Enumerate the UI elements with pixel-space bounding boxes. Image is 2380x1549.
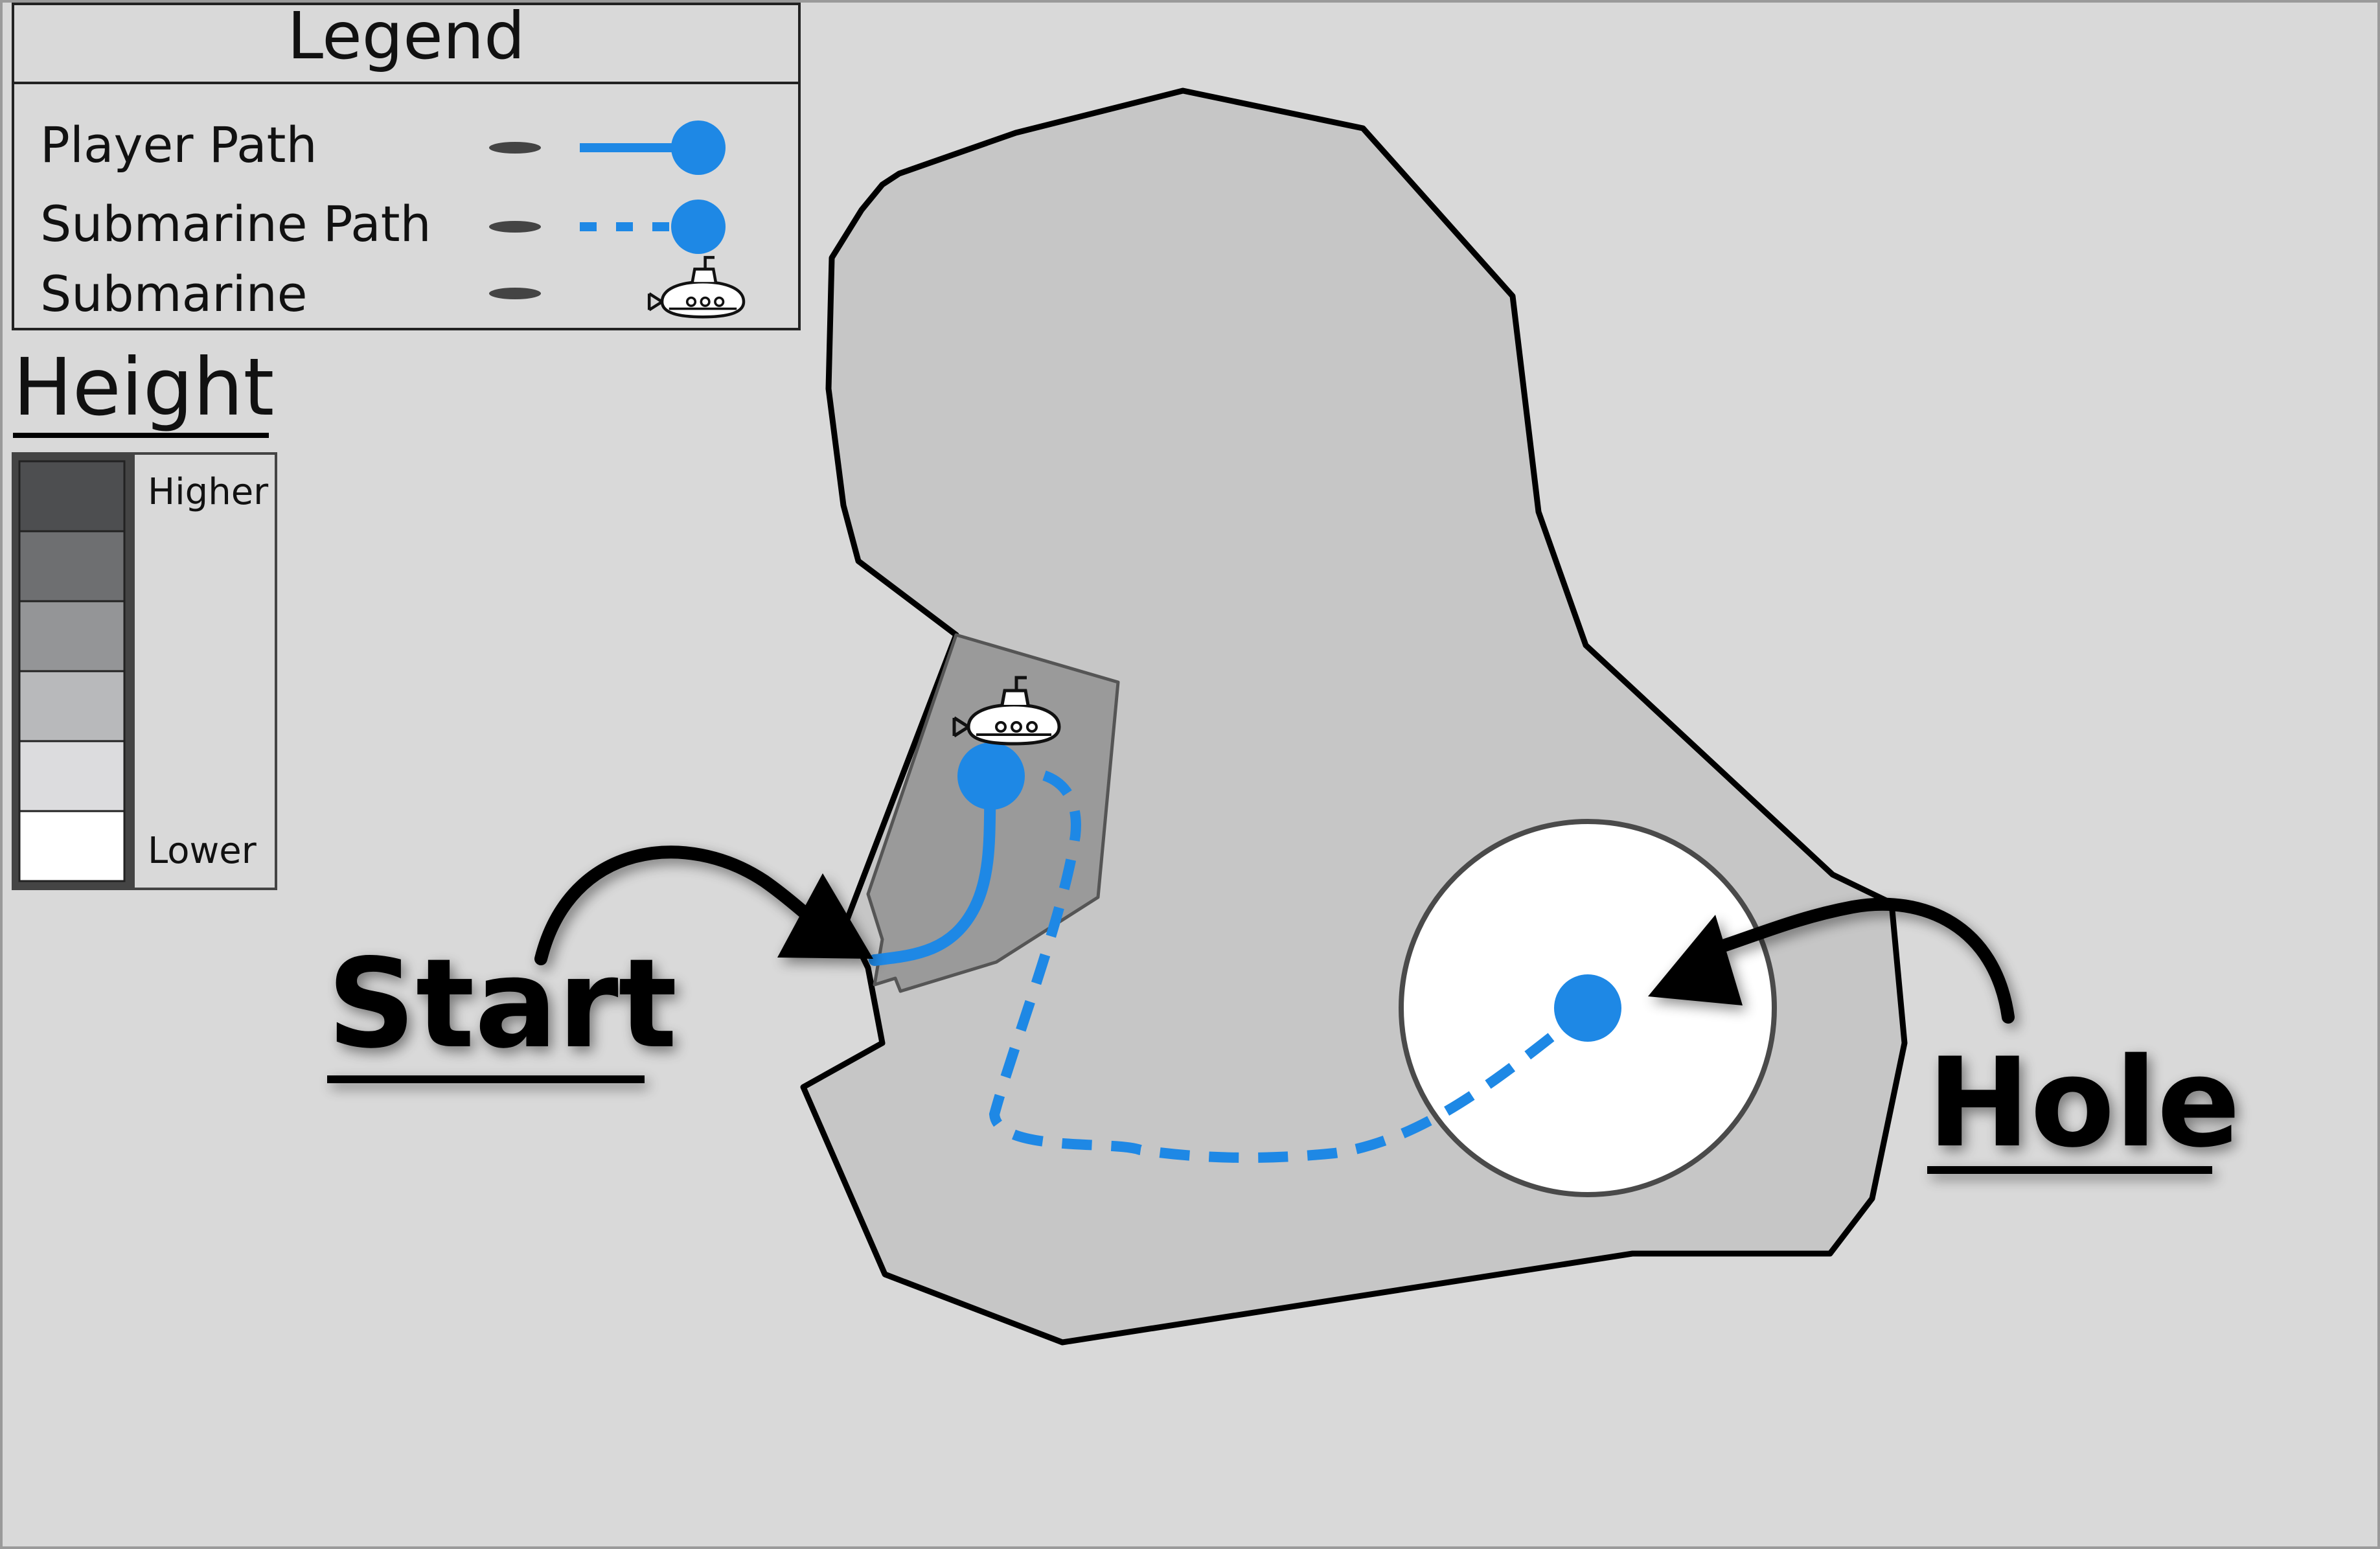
height-title: Height <box>13 341 274 433</box>
legend-title: Legend <box>287 0 525 74</box>
hole-label: Hole <box>1927 1031 2241 1175</box>
player-path <box>869 770 997 966</box>
submarine-path-dashed-icon <box>580 200 726 254</box>
height-shade-4 <box>18 670 126 742</box>
height-shade-2 <box>18 530 126 602</box>
player-path-line-icon <box>580 120 726 175</box>
legend-bullet-icon <box>489 142 541 154</box>
height-high-label: Higher <box>148 471 269 513</box>
hole-arrow <box>1648 897 2015 1024</box>
height-shade-3 <box>18 600 126 672</box>
legend-item-submarine: Submarine <box>40 265 308 323</box>
legend-item-submarine-path: Submarine Path <box>40 195 431 253</box>
start-label: Start <box>327 932 677 1075</box>
height-low-label: Lower <box>148 830 257 872</box>
height-shade-5 <box>18 740 126 812</box>
start-arrow <box>534 845 873 965</box>
legend-item-player-path: Player Path <box>40 116 317 174</box>
player-path-end-marker <box>957 742 1025 810</box>
height-title-underline <box>13 433 269 438</box>
height-shade-1 <box>18 460 126 533</box>
start-underline <box>327 1075 645 1083</box>
legend-bullet-icon <box>489 288 541 299</box>
hole-ball-marker <box>1554 974 1621 1042</box>
height-scale: Height Higher Lower <box>12 341 277 890</box>
hole-underline <box>1927 1166 2212 1174</box>
legend-bullet-icon <box>489 221 541 233</box>
height-shade-6 <box>18 810 126 882</box>
legend-box: Legend Player Path Submarine Path Submar… <box>12 0 801 330</box>
submarine-path <box>989 770 1591 1163</box>
